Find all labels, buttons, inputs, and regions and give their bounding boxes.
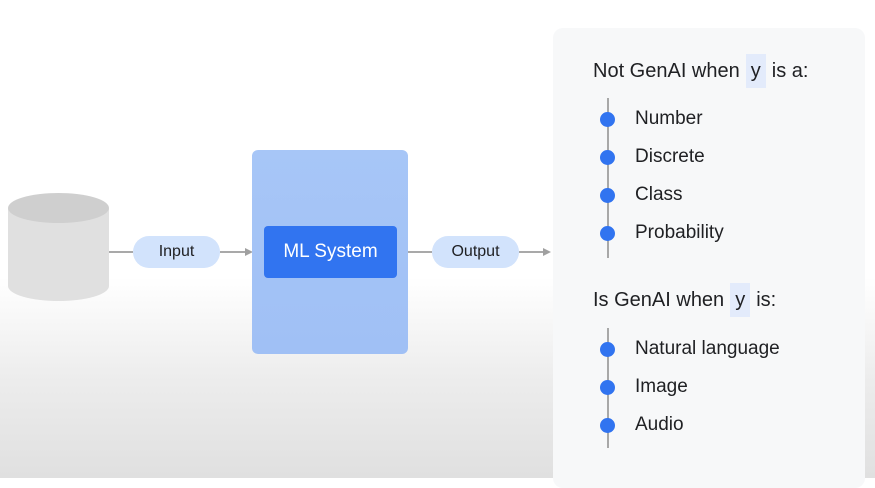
genai-criteria-panel: [553, 28, 865, 488]
connector-output-out: [519, 251, 543, 253]
connector-input-to-system: [220, 251, 245, 253]
input-pill: Input: [133, 236, 220, 268]
is-genai-variable: y: [730, 283, 751, 317]
bullet-dot: [600, 342, 615, 357]
database-icon: [8, 193, 109, 301]
bullet-dot: [600, 380, 615, 395]
list-item: Number: [635, 108, 703, 129]
not-genai-heading: Not GenAI when y is a:: [593, 54, 808, 88]
output-pill: Output: [432, 236, 519, 268]
not-genai-prefix: Not GenAI when: [593, 59, 740, 82]
connector-system-to-output: [408, 251, 432, 253]
not-genai-variable: y: [745, 54, 766, 88]
list-item: Class: [635, 184, 683, 205]
ml-system-label: ML System: [264, 226, 397, 278]
list-item: Audio: [635, 414, 684, 435]
list-item: Probability: [635, 222, 724, 243]
is-genai-heading: Is GenAI when y is:: [593, 283, 776, 317]
not-genai-suffix: is a:: [771, 59, 809, 82]
bullet-dot: [600, 418, 615, 433]
bullet-dot: [600, 112, 615, 127]
bullet-dot: [600, 226, 615, 241]
list-item: Discrete: [635, 146, 705, 167]
arrowhead-to-system: [245, 247, 253, 256]
bullet-dot: [600, 150, 615, 165]
not-genai-timeline: [607, 98, 609, 258]
list-item: Natural language: [635, 338, 780, 359]
connector-db-to-input: [109, 251, 133, 253]
is-genai-suffix: is:: [756, 288, 777, 311]
bullet-dot: [600, 188, 615, 203]
is-genai-prefix: Is GenAI when: [593, 288, 725, 311]
list-item: Image: [635, 376, 688, 397]
arrowhead-output: [543, 247, 551, 256]
